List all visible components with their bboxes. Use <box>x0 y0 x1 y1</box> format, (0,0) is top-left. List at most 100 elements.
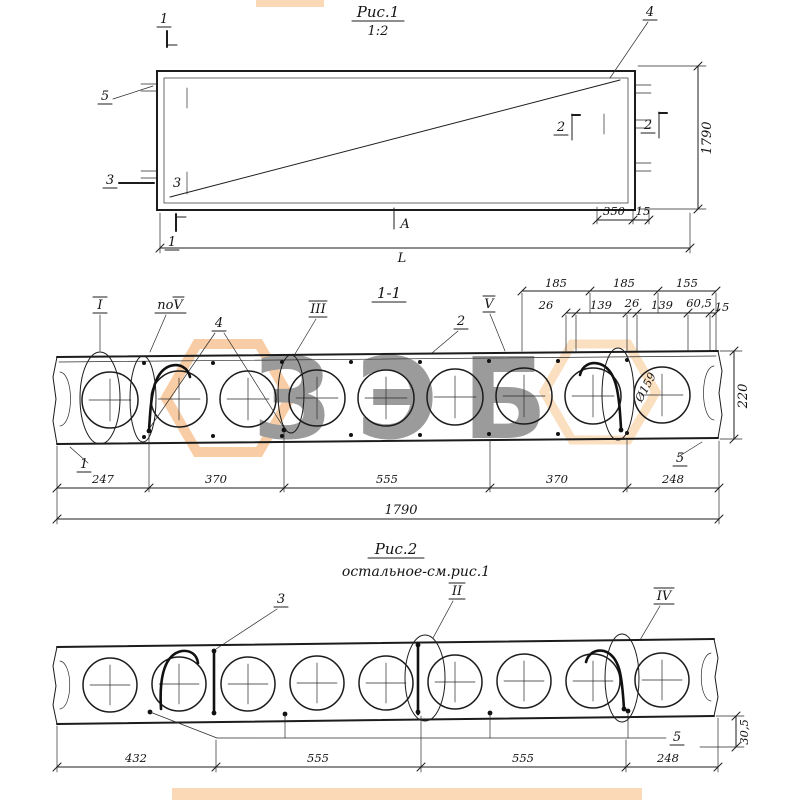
svg-text:555: 555 <box>307 751 329 765</box>
watermark-strip-bottom <box>172 788 642 800</box>
section-1-1-dims-row1: 185 185 155 <box>517 276 721 352</box>
detail-oval-poV <box>129 355 157 443</box>
callout-2-label: 2 <box>456 314 465 329</box>
svg-text:432: 432 <box>124 751 147 765</box>
fig1-cut-2-inner: 2 <box>556 120 565 135</box>
fig1-callout-5: 5 <box>101 89 109 104</box>
watermark-text: ЗЭБ <box>252 335 571 465</box>
svg-text:15: 15 <box>715 300 730 314</box>
hollow-core-5 <box>358 655 414 711</box>
hollow-core-4 <box>289 655 345 711</box>
fig1-scale: 1:2 <box>368 24 389 39</box>
svg-text:L: L <box>397 251 407 266</box>
fig2-callout-5: 5 <box>673 730 681 745</box>
diagonal-line <box>169 79 621 198</box>
hollow-core-1 <box>82 657 138 713</box>
detail-oval-II <box>404 634 446 722</box>
watermark: ЗЭБ <box>160 0 662 800</box>
callout-1-label: 1 <box>80 457 88 472</box>
callout-5-label: 5 <box>676 451 684 466</box>
section-1-1-dim-height: 220 <box>719 346 751 444</box>
svg-text:60,5: 60,5 <box>686 296 712 310</box>
fig1-callout-4: 4 <box>645 5 654 20</box>
hollow-core-7 <box>496 653 552 709</box>
detail-III-label: III <box>309 302 326 317</box>
watermark-hexagon-left <box>160 339 296 457</box>
detail-oval-I <box>79 351 121 445</box>
hollow-core-1 <box>81 371 139 429</box>
bent-bar-right <box>578 361 623 430</box>
detail-oval-III <box>277 354 305 434</box>
svg-text:1790: 1790 <box>700 121 715 154</box>
hollow-core-8 <box>564 367 622 425</box>
svg-text:370: 370 <box>546 472 568 486</box>
fig1-cut-3-left: 3 <box>106 173 114 188</box>
svg-text:26: 26 <box>624 296 640 310</box>
detail-II-label: II <box>451 584 463 599</box>
callout-4-label: 4 <box>214 316 223 331</box>
section-1-1-title: 1-1 <box>377 284 401 302</box>
fig2-leader-5: 5 <box>149 710 685 746</box>
fig1-dim-350-15: 350 15 <box>592 204 654 225</box>
hollow-core-9 <box>634 652 690 708</box>
fig2-section: Рис.2 остальное-см.рис.1 3 II IV <box>52 540 751 773</box>
bent-bar-left <box>147 363 192 433</box>
section-1-1-dims-row2: 26 139 26 139 60,5 15 <box>538 296 730 352</box>
hollow-core-3 <box>220 656 276 712</box>
fig2-dim-right: 30,5 <box>699 711 751 752</box>
rebar-dashes <box>140 83 652 179</box>
hollow-core-8 <box>565 653 621 709</box>
section-1-1-dims-bottom: 247 370 555 370 248 <box>52 432 724 525</box>
svg-text:155: 155 <box>676 276 698 290</box>
fig1-title: Рис.1 <box>356 3 399 21</box>
fig1-cut-2-right: 2 <box>643 118 652 133</box>
detail-oval-V <box>601 347 635 441</box>
watermark-strip-top <box>256 0 324 7</box>
svg-text:26: 26 <box>538 298 554 312</box>
fig1-cut-1-top: 1 <box>160 12 168 27</box>
bent-bar-right <box>584 649 626 711</box>
hollow-core-4 <box>288 369 346 427</box>
hollow-core-7 <box>495 367 553 425</box>
fig2-title: Рис.2 <box>374 540 417 558</box>
fig1-plan-view: Рис.1 1:2 4 1 1 5 3 3 2 <box>97 3 715 266</box>
fig1-cut-1-bottom: 1 <box>168 235 176 250</box>
svg-text:185: 185 <box>545 276 567 290</box>
svg-text:555: 555 <box>376 472 398 486</box>
detail-oval-IV <box>604 633 640 723</box>
svg-text:185: 185 <box>613 276 635 290</box>
detail-IV-label: IV <box>656 589 673 604</box>
fig1-dim-height: 1790 <box>637 61 715 214</box>
hollow-core-3 <box>219 370 277 428</box>
svg-text:139: 139 <box>651 298 673 312</box>
fig2-subtitle: остальное-см.рис.1 <box>342 564 490 580</box>
bent-bar-left <box>159 649 200 711</box>
fig2-body <box>52 633 719 725</box>
svg-text:220: 220 <box>736 384 751 410</box>
fig2-callout-3: 3 <box>277 592 285 607</box>
svg-text:1790: 1790 <box>384 503 417 518</box>
hollow-core-6 <box>426 368 484 426</box>
panel-outline-outer <box>156 70 636 211</box>
panel-outline-inner <box>163 77 629 204</box>
fig1-callout-3-inner: 3 <box>173 176 181 191</box>
svg-text:248: 248 <box>656 751 679 765</box>
section-1-1-dim-total: 1790 <box>52 503 724 524</box>
svg-text:30,5: 30,5 <box>737 719 751 745</box>
detail-V-label: V <box>484 297 495 312</box>
detail-I-label: I <box>96 298 103 313</box>
hollow-core-2 <box>151 656 207 712</box>
svg-text:247: 247 <box>91 472 115 486</box>
po-V-label: поV <box>157 298 184 313</box>
watermark-hexagon-right <box>538 339 662 445</box>
svg-text:15: 15 <box>636 204 651 218</box>
svg-text:139: 139 <box>590 298 612 312</box>
svg-text:370: 370 <box>205 472 227 486</box>
svg-text:350: 350 <box>603 204 625 218</box>
svg-text:555: 555 <box>512 751 534 765</box>
fig1-view-a: А <box>399 217 410 232</box>
fig2-dims-bottom: 432 555 555 248 <box>52 715 723 773</box>
hollow-core-6 <box>427 654 483 710</box>
